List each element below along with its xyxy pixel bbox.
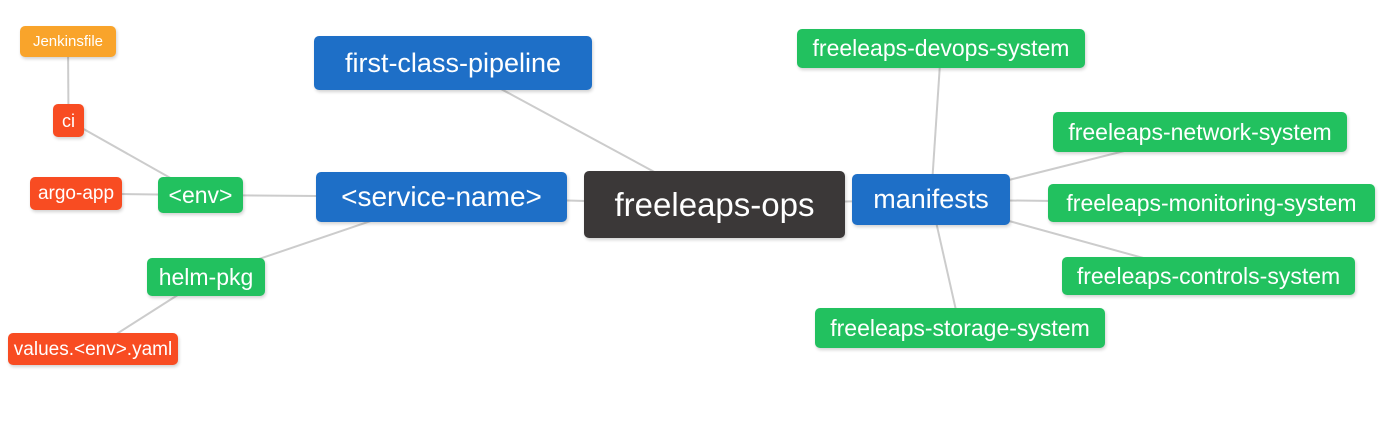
node-monitoring-system[interactable]: freeleaps-monitoring-system: [1048, 184, 1375, 222]
node-devops-system[interactable]: freeleaps-devops-system: [797, 29, 1085, 68]
node-helm-pkg[interactable]: helm-pkg: [147, 258, 265, 296]
node-storage-system[interactable]: freeleaps-storage-system: [815, 308, 1105, 348]
node-network-system[interactable]: freeleaps-network-system: [1053, 112, 1347, 152]
node-ci[interactable]: ci: [53, 104, 84, 137]
node-controls-system[interactable]: freeleaps-controls-system: [1062, 257, 1355, 295]
node-env[interactable]: <env>: [158, 177, 243, 213]
node-first-class-pipeline[interactable]: first-class-pipeline: [314, 36, 592, 90]
node-service-name[interactable]: <service-name>: [316, 172, 567, 222]
node-freeleaps-ops[interactable]: freeleaps-ops: [584, 171, 845, 238]
node-argo-app[interactable]: argo-app: [30, 177, 122, 210]
node-values-env-yaml[interactable]: values.<env>.yaml: [8, 333, 178, 365]
node-jenkinsfile[interactable]: Jenkinsfile: [20, 26, 116, 57]
node-manifests[interactable]: manifests: [852, 174, 1010, 225]
